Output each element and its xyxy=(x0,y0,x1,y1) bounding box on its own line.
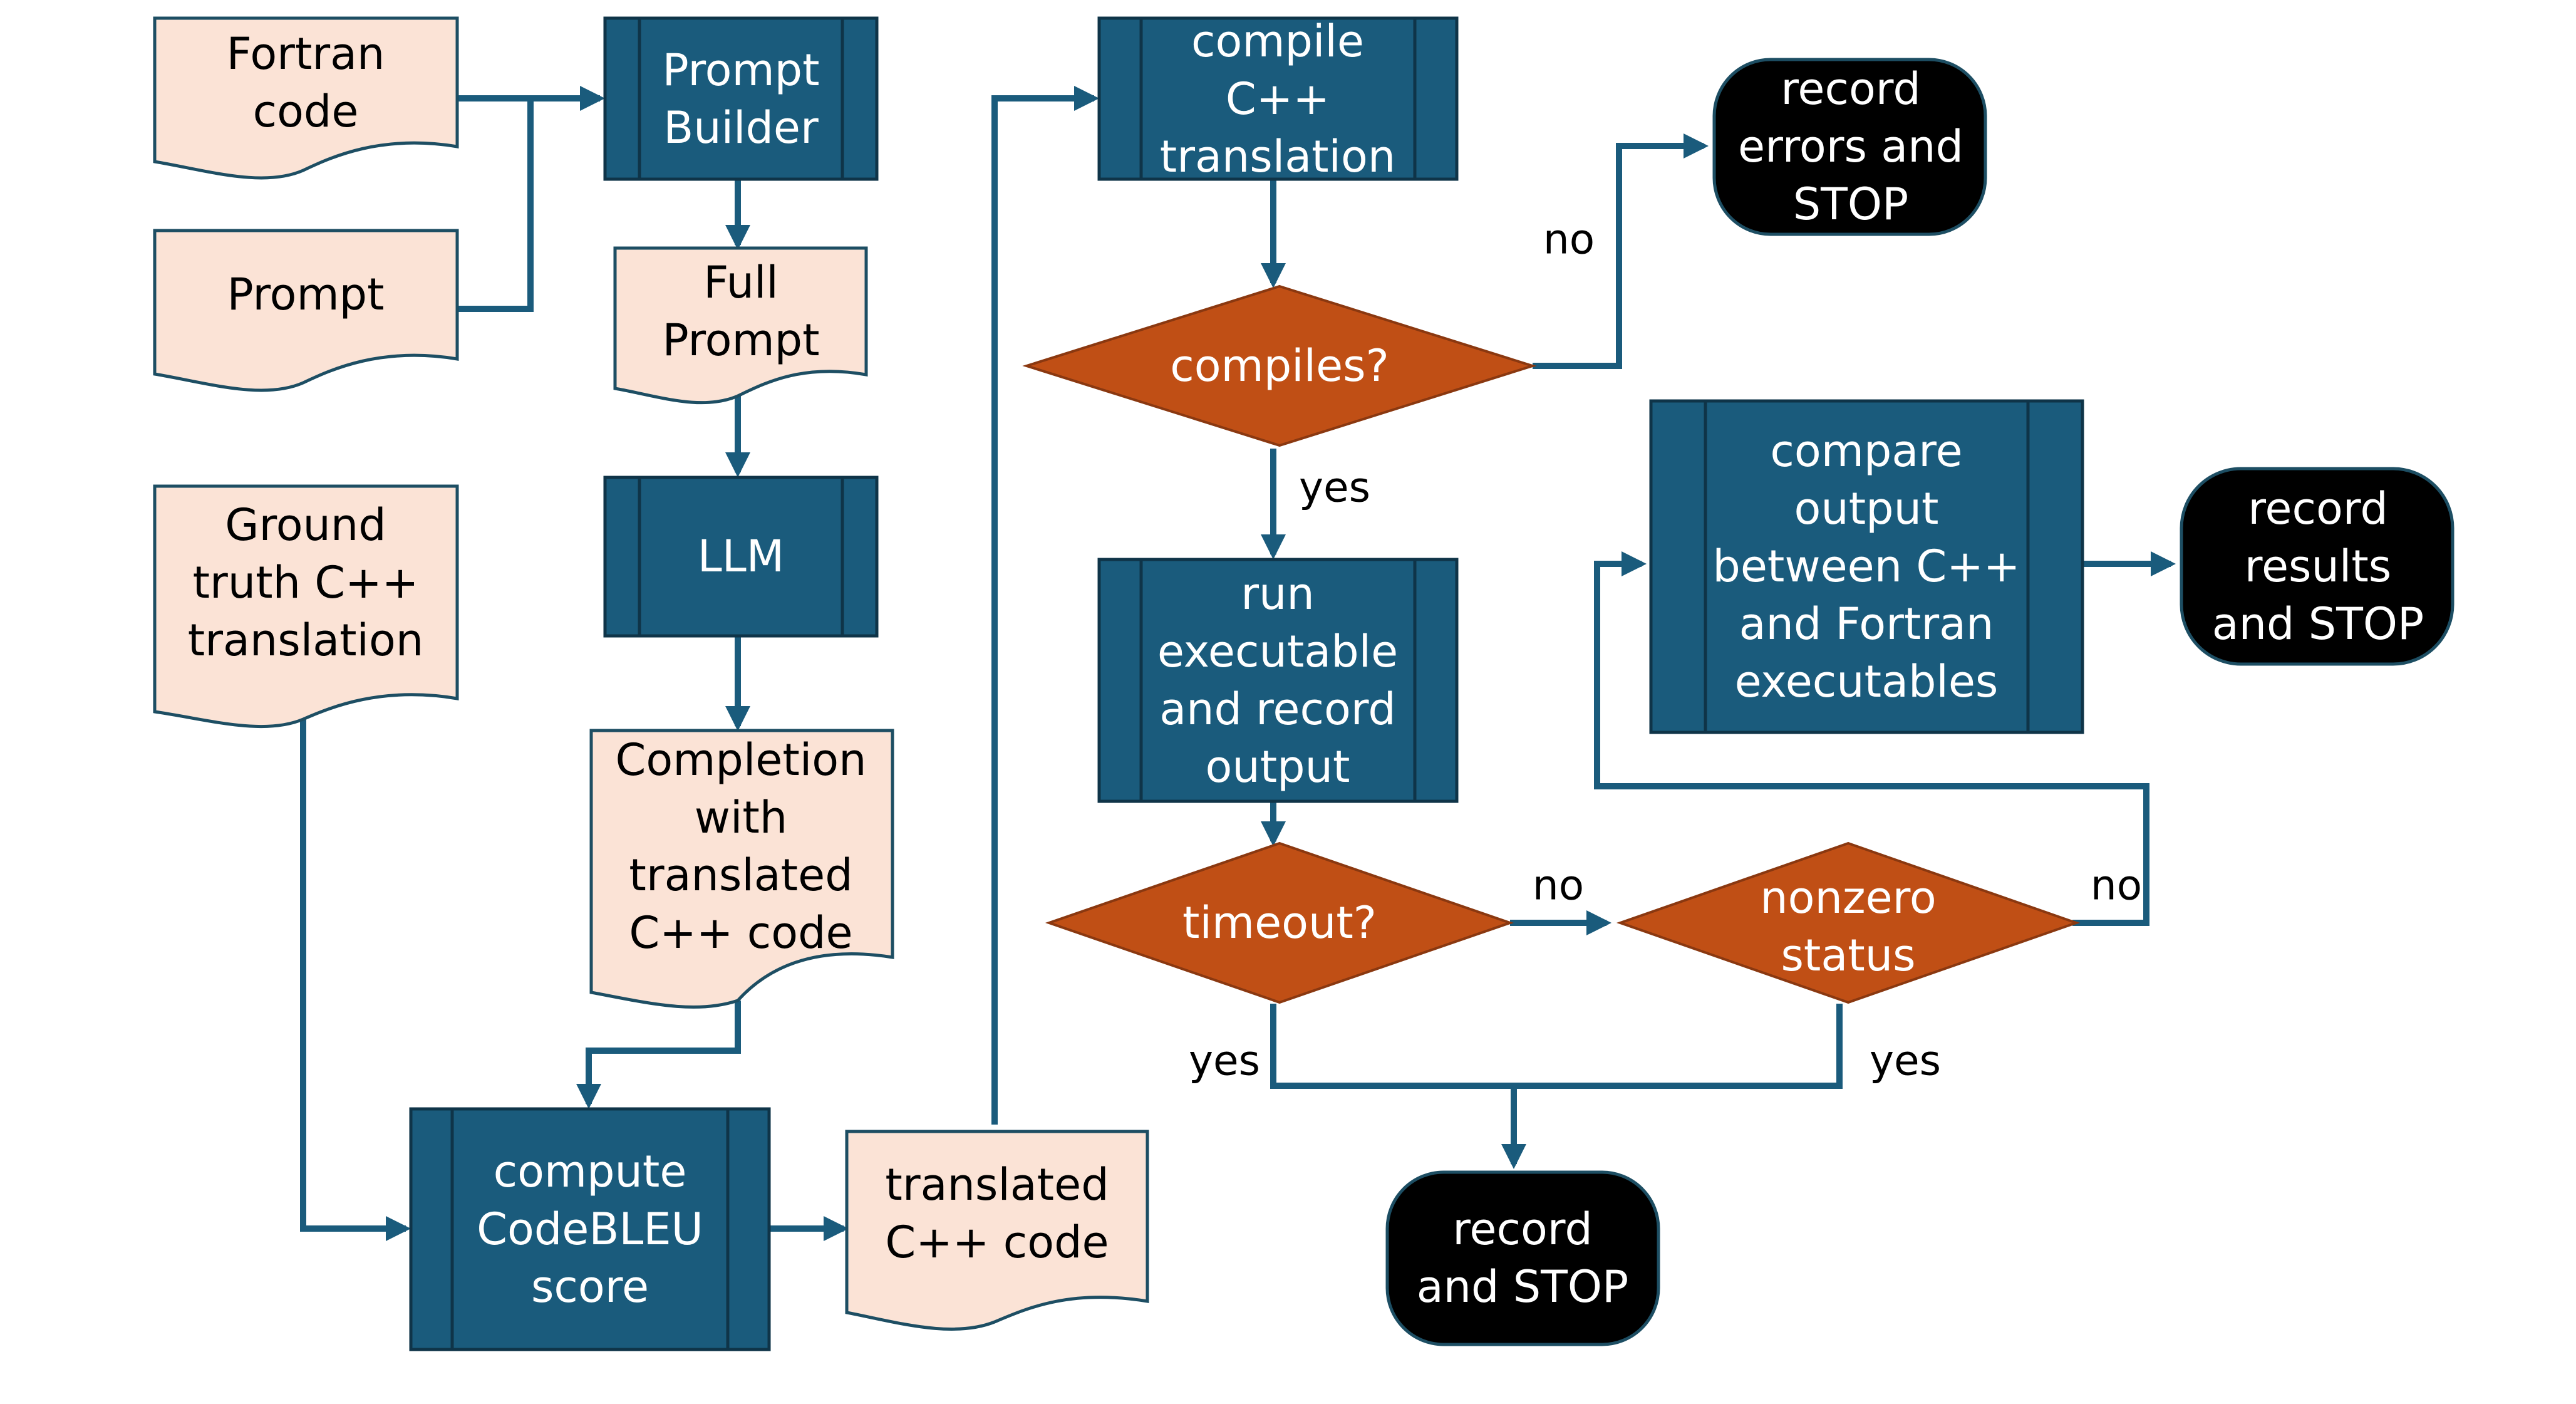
run-exec-line-1: run xyxy=(1241,568,1315,620)
decision-compiles: compiles? xyxy=(1022,284,1537,447)
edge-nonzero-yes xyxy=(1514,1004,1843,1089)
fortran-code-line-1: Fortran xyxy=(227,28,385,80)
process-prompt-builder: Prompt Builder xyxy=(603,16,879,181)
record-errors-line-1: record xyxy=(1781,63,1921,115)
edge-prompt-to-builder xyxy=(457,98,534,312)
run-exec-line-2: executable xyxy=(1157,626,1398,677)
edge-timeout-yes xyxy=(1270,1004,1526,1169)
label-timeout-no: no xyxy=(1533,861,1584,910)
compare-line-5: executables xyxy=(1735,656,1999,707)
decision-timeout: timeout? xyxy=(1045,841,1514,1004)
record-results-line-2: results xyxy=(2245,541,2392,592)
compare-line-4: and Fortran xyxy=(1739,598,1994,650)
full-prompt-line-1: Full xyxy=(703,257,778,308)
process-run-executable: run executable and record output xyxy=(1097,558,1459,803)
compile-line-1: compile xyxy=(1191,16,1364,67)
completion-line-4: C++ code xyxy=(629,907,852,959)
ground-truth-line-2: truth C++ xyxy=(193,557,419,608)
terminator-record-stop: record and STOP xyxy=(1385,1170,1660,1346)
compare-line-2: output xyxy=(1794,483,1939,534)
document-prompt: Prompt xyxy=(153,229,459,392)
edge-translated-to-compile xyxy=(991,86,1099,1125)
process-compute-codebleu: compute CodeBLEU score xyxy=(409,1107,771,1351)
compare-line-3: between C++ xyxy=(1712,541,2020,592)
record-results-line-1: record xyxy=(2248,483,2388,534)
run-exec-line-3: and record xyxy=(1159,684,1396,735)
edge-completion-to-codebleu xyxy=(576,1001,741,1109)
process-compile: compile C++ translation xyxy=(1097,16,1459,182)
label-nonzero-no: no xyxy=(2091,861,2142,910)
full-prompt-line-2: Prompt xyxy=(662,315,819,366)
completion-line-3: translated xyxy=(629,850,852,901)
record-results-line-3: and STOP xyxy=(2212,598,2424,650)
terminator-record-results: record results and STOP xyxy=(2180,467,2454,666)
compare-line-1: compare xyxy=(1770,425,1962,477)
record-errors-line-3: STOP xyxy=(1793,179,1909,230)
timeout-line-1: timeout? xyxy=(1182,897,1377,949)
document-translated-code: translated C++ code xyxy=(845,1130,1149,1331)
record-stop-line-1: record xyxy=(1452,1204,1593,1255)
compile-line-2: C++ xyxy=(1226,73,1330,125)
document-fortran-code: Fortran code xyxy=(153,16,459,180)
translated-code-line-2: C++ code xyxy=(885,1217,1109,1268)
process-compare: compare output between C++ and Fortran e… xyxy=(1649,399,2084,734)
label-compiles-no: no xyxy=(1543,216,1595,264)
label-nonzero-yes: yes xyxy=(1870,1037,1941,1085)
codebleu-line-2: CodeBLEU xyxy=(477,1204,703,1255)
prompt-builder-line-1: Prompt xyxy=(662,44,819,96)
process-llm: LLM xyxy=(603,476,879,638)
prompt-builder-line-2: Builder xyxy=(663,102,819,153)
compile-line-3: translation xyxy=(1160,131,1395,182)
terminator-record-errors: record errors and STOP xyxy=(1712,58,1987,236)
nonzero-line-2: status xyxy=(1781,930,1915,981)
connectors xyxy=(300,86,2176,1241)
nonzero-line-1: nonzero xyxy=(1760,872,1936,923)
edge-nonzero-no xyxy=(1594,551,2149,926)
label-timeout-yes: yes xyxy=(1189,1037,1260,1085)
edge-compiles-no xyxy=(1533,133,1709,369)
document-completion: Completion with translated C++ code xyxy=(589,729,894,1009)
completion-line-1: Completion xyxy=(616,734,867,786)
codebleu-line-1: compute xyxy=(494,1146,687,1197)
label-compiles-yes: yes xyxy=(1299,464,1370,512)
fortran-code-line-2: code xyxy=(253,86,359,137)
translated-code-line-1: translated xyxy=(885,1159,1109,1210)
document-ground-truth: Ground truth C++ translation xyxy=(153,484,459,729)
decision-nonzero: nonzero status xyxy=(1616,841,2081,1004)
edge-groundtruth-to-codebleu xyxy=(300,717,411,1241)
compiles-line-1: compiles? xyxy=(1170,340,1389,392)
codebleu-line-3: score xyxy=(531,1261,649,1313)
record-stop-line-2: and STOP xyxy=(1417,1261,1628,1313)
ground-truth-line-1: Ground xyxy=(225,499,386,551)
prompt-line-1: Prompt xyxy=(227,269,384,320)
run-exec-line-4: output xyxy=(1206,741,1350,793)
document-full-prompt: Full Prompt xyxy=(613,246,868,405)
llm-line-1: LLM xyxy=(698,531,784,582)
ground-truth-line-3: translation xyxy=(188,615,423,666)
record-errors-line-2: errors and xyxy=(1738,121,1963,172)
completion-line-2: with xyxy=(695,792,788,843)
